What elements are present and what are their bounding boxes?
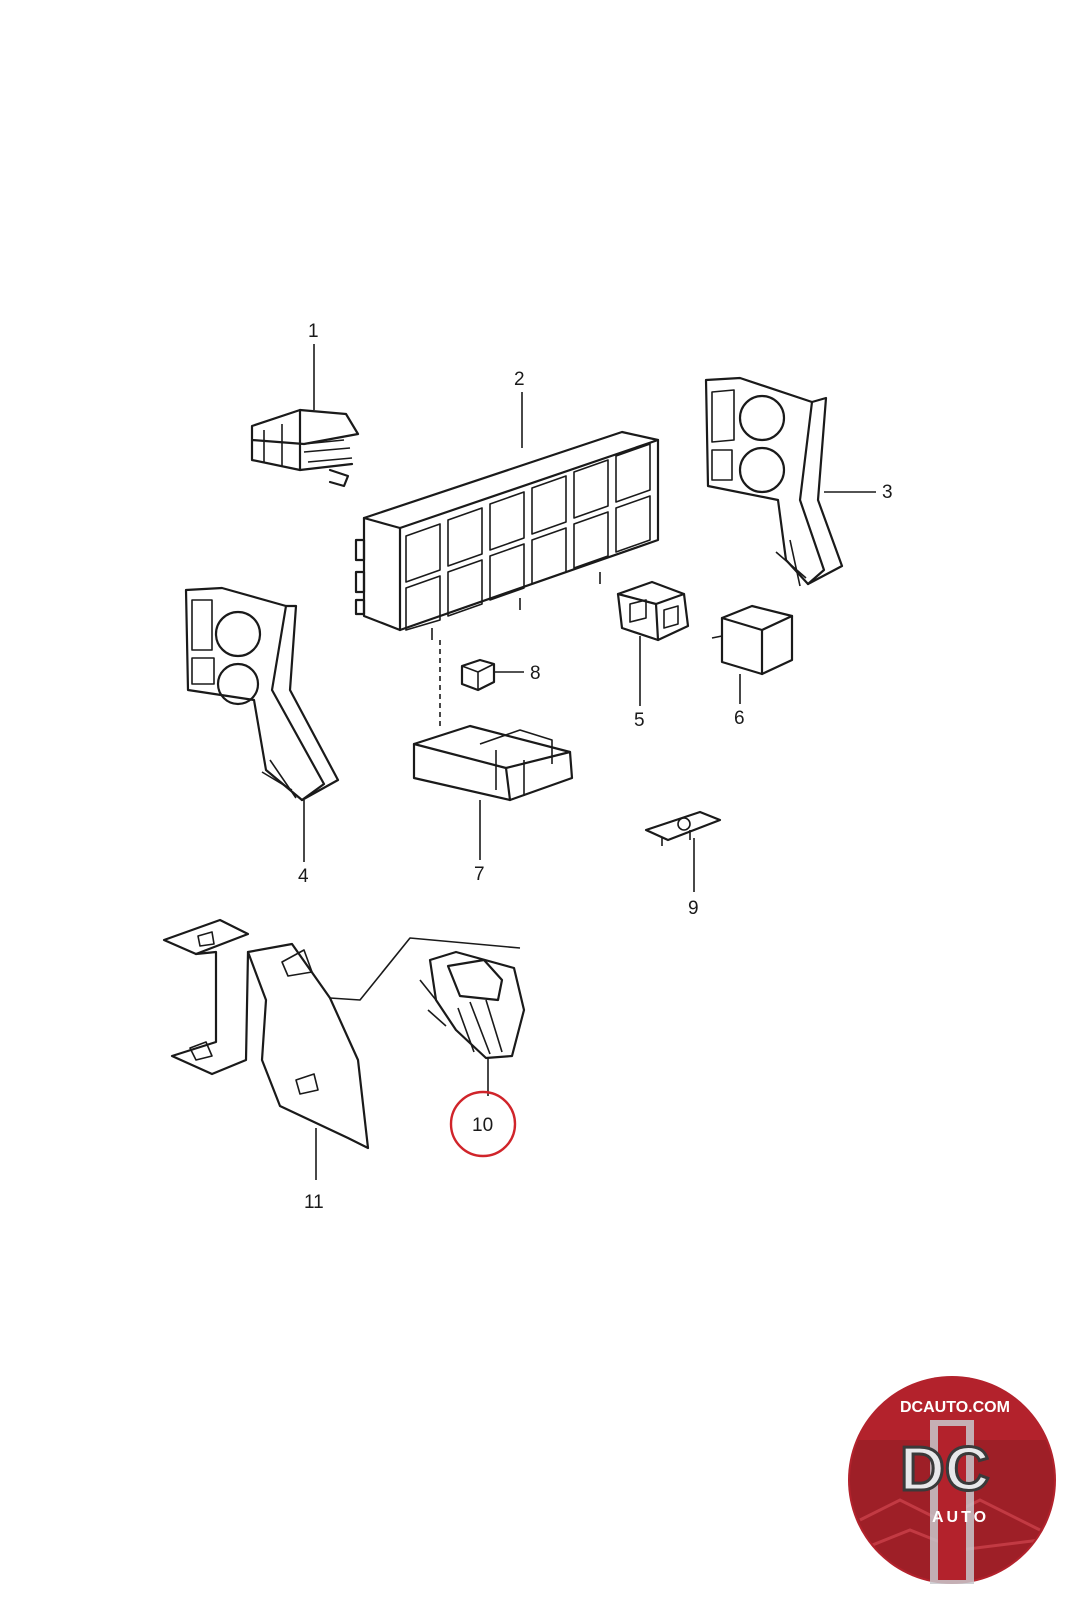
callout-1: 1 [308,321,319,342]
callout-3: 3 [882,482,893,503]
part-3-right-bracket [704,376,844,587]
callout-9: 9 [688,898,699,919]
part-10-connector-clip [419,950,526,1060]
part-7-connector [412,724,574,802]
callout-5: 5 [634,710,645,731]
part-11-mounting-bracket [162,918,370,1150]
callout-2: 2 [514,369,525,390]
part-2-relay-block [354,430,660,640]
logo-top-text: DCAUTO.COM [900,1399,1010,1416]
callout-6: 6 [734,708,745,729]
part-4-left-bracket [184,586,340,802]
part-9-plate [644,810,722,846]
callout-7: 7 [474,864,485,885]
logo-sub-text: AUTO [932,1509,989,1526]
callout-11: 11 [304,1192,324,1213]
part-8-fuse [460,658,496,692]
callout-10-highlight-circle [449,1090,517,1158]
part-1-spring-clip [250,408,360,488]
dcauto-logo: DCAUTO.COM DC AUTO [848,1376,1056,1584]
callout-10: 10 [472,1115,493,1136]
part-6-relay-cube [711,604,794,676]
logo-monogram: DC [900,1435,990,1504]
callout-4: 4 [298,866,309,887]
part-5-relay [616,580,690,642]
callout-8: 8 [530,663,541,684]
